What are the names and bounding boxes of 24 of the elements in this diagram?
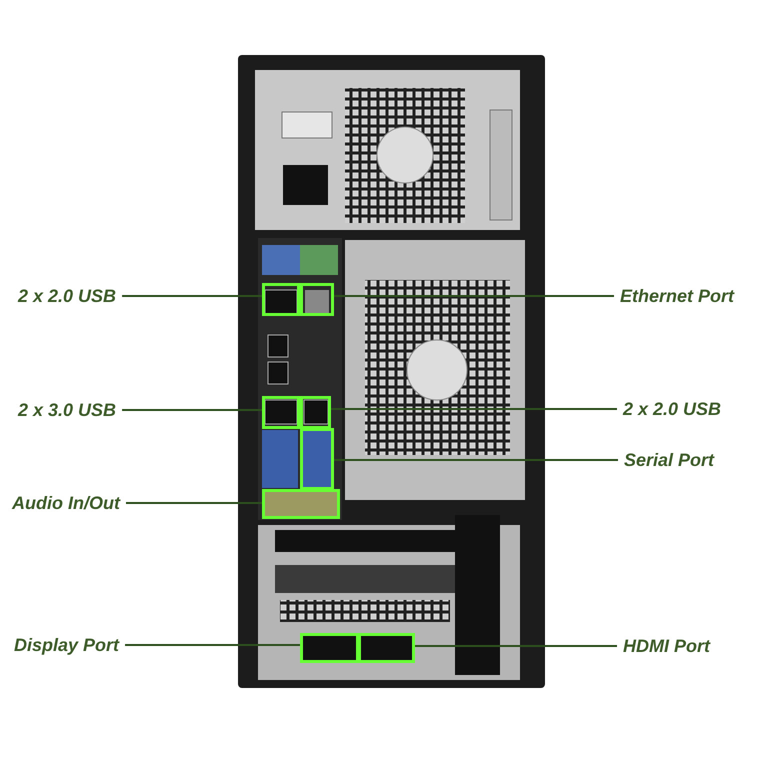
- port-highlight-box: [300, 633, 359, 663]
- callout-label: Serial Port: [624, 450, 714, 470]
- callout-label: Audio In/Out: [12, 493, 120, 513]
- port-highlight-box: [300, 428, 334, 490]
- port-highlight-box: [300, 283, 334, 316]
- callout-label: Ethernet Port: [620, 286, 734, 306]
- callout-label: Display Port: [14, 635, 120, 655]
- callout-label: 2 x 3.0 USB: [18, 400, 116, 420]
- leader-line: [331, 408, 617, 410]
- callout-label: 2 x 2.0 USB: [623, 399, 722, 419]
- leader-line: [126, 502, 262, 504]
- callout-label: 2 x 2.0 USB: [18, 286, 116, 306]
- port-highlight-box: [262, 489, 340, 519]
- callout-label: HDMI Port: [623, 636, 710, 656]
- leader-line: [125, 644, 300, 646]
- leader-line: [334, 459, 618, 461]
- port-highlight-box: [262, 283, 300, 316]
- leader-line: [334, 295, 614, 297]
- port-highlight-box: [300, 396, 331, 429]
- leader-line: [415, 645, 617, 647]
- port-highlight-box: [358, 633, 415, 663]
- port-highlight-box: [262, 396, 300, 429]
- leader-line: [122, 295, 262, 297]
- leader-line: [122, 409, 262, 411]
